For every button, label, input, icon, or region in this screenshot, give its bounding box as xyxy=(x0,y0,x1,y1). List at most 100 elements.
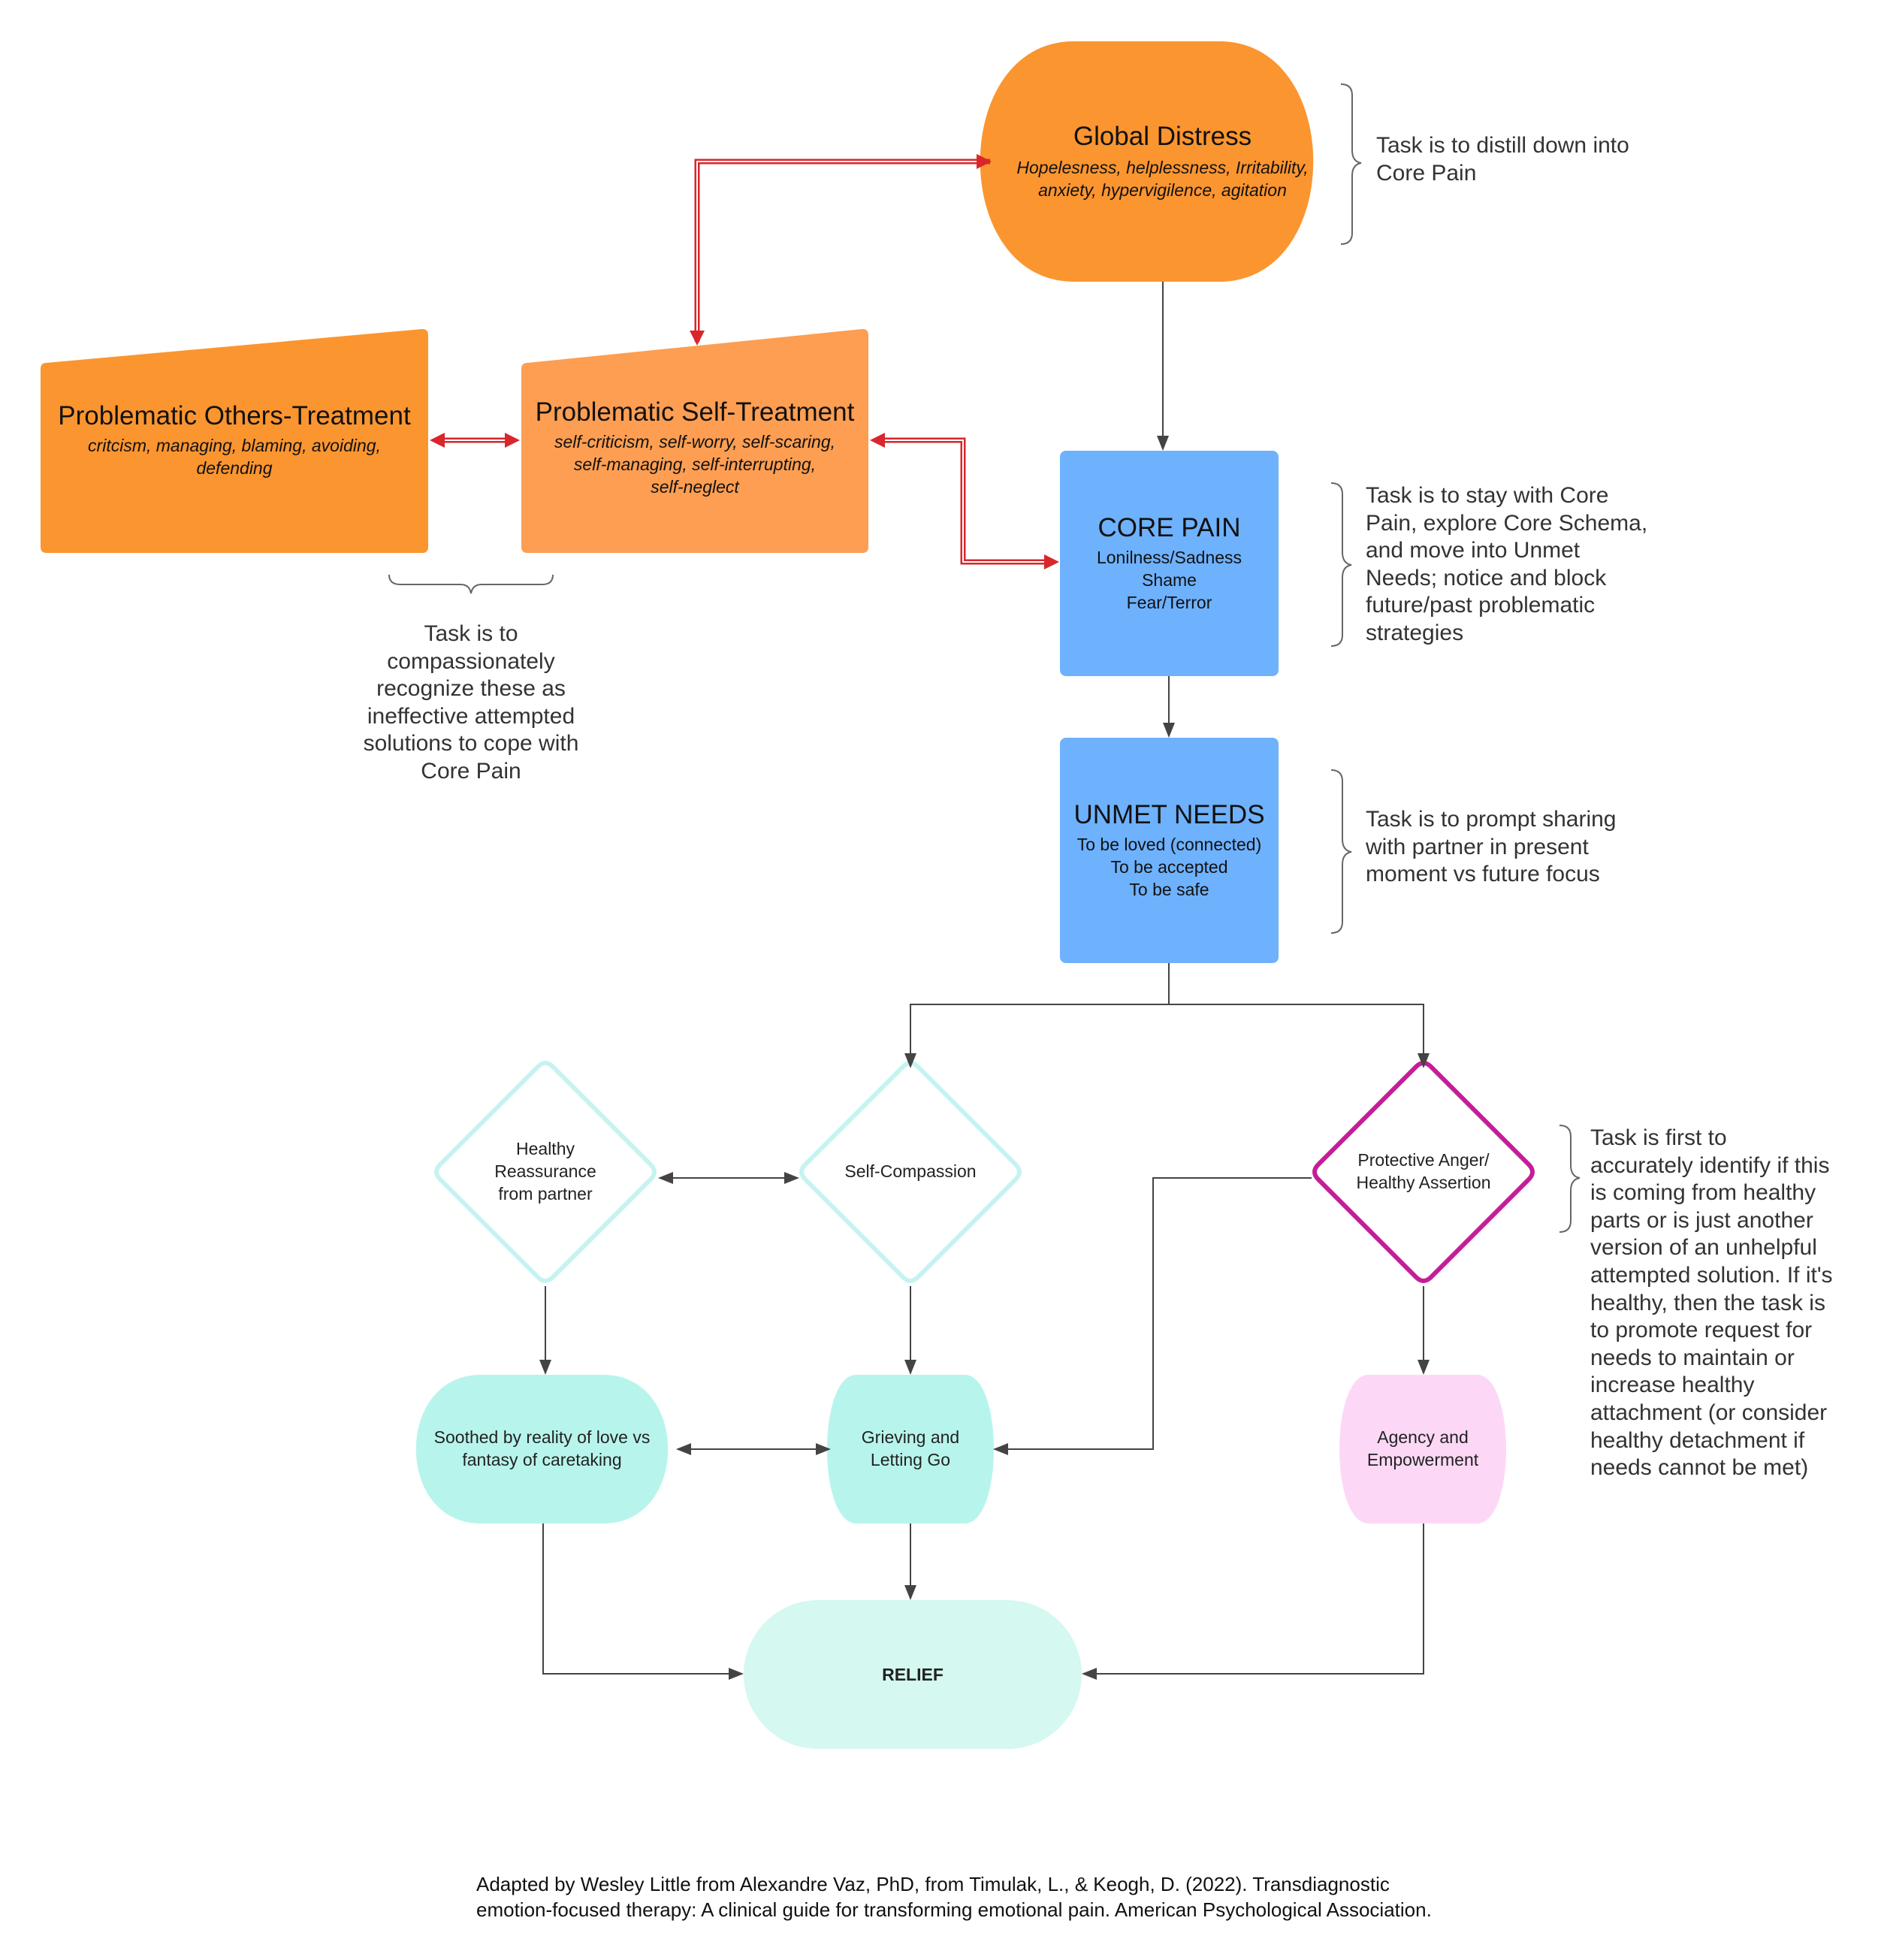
others-treatment-node: Problematic Others-Treatment critcism, m… xyxy=(41,376,428,553)
note-identify-line2: accurately identify if this xyxy=(1590,1152,1830,1178)
brace-recognize xyxy=(388,574,554,594)
note-prompt: Task is to prompt sharing with partner i… xyxy=(1366,806,1689,889)
arrow-unmet-to-anger xyxy=(1169,1004,1430,1068)
healthy-reassurance-shape xyxy=(434,1061,657,1283)
note-recognize-line2: compassionately xyxy=(387,648,555,674)
note-identify-line13: needs cannot be met) xyxy=(1590,1455,1809,1481)
unmet-needs-node: UNMET NEEDS To be loved (connected) To b… xyxy=(1060,738,1279,963)
healthy-reassurance-line2: Reassurance xyxy=(494,1161,596,1182)
core-pain-line3: Fear/Terror xyxy=(1126,592,1212,612)
arrow-anger-to-grieving xyxy=(993,1177,1312,1455)
note-recognize-line3: recognize these as xyxy=(376,676,566,702)
global-distress-sub2: anxiety, hypervigilence, agitation xyxy=(1038,180,1287,200)
note-stay-line4: Needs; notice and block xyxy=(1366,565,1607,590)
note-distill-line1: Task is to distill down into xyxy=(1376,133,1629,158)
agency-line2: Empowerment xyxy=(1366,1450,1479,1469)
global-distress-shape xyxy=(980,41,1314,282)
core-pain-node: CORE PAIN Lonilness/Sadness Shame Fear/T… xyxy=(1060,451,1279,676)
note-recognize: Task is to compassionately recognize the… xyxy=(321,621,621,786)
core-pain-line1: Lonilness/Sadness xyxy=(1096,548,1242,568)
others-treatment-sub1: critcism, managing, blaming, avoiding, xyxy=(88,436,381,456)
note-recognize-line4: ineffective attempted xyxy=(367,703,575,729)
others-treatment-shape xyxy=(41,329,428,553)
note-prompt-line1: Task is to prompt sharing xyxy=(1366,807,1617,832)
global-distress-sub1: Hopelesness, helplessness, Irritability, xyxy=(1016,158,1309,178)
self-compassion-label: Self-Compassion xyxy=(844,1161,977,1182)
soothed-line2: fantasy of caretaking xyxy=(462,1450,622,1469)
core-pain-title: CORE PAIN xyxy=(1098,513,1241,543)
note-identify-line1: Task is first to xyxy=(1590,1125,1727,1150)
grieving-line1: Grieving and xyxy=(861,1427,960,1448)
grieving-node: Grieving and Letting Go xyxy=(828,1375,993,1524)
note-identify-line4: parts or is just another xyxy=(1590,1207,1813,1233)
arrow-self-to-distress xyxy=(690,154,992,346)
note-stay-line3: and move into Unmet xyxy=(1366,538,1581,563)
healthy-reassurance-line3: from partner xyxy=(498,1183,593,1203)
protective-anger-node: Protective Anger/ Healthy Assertion xyxy=(1318,1104,1529,1240)
brace-distill xyxy=(1340,83,1362,245)
note-distill-line2: Core Pain xyxy=(1376,160,1477,186)
note-identify-line8: to promote request for xyxy=(1590,1318,1813,1343)
relief-label: RELIEF xyxy=(882,1664,944,1684)
citation-line2: emotion-focused therapy: A clinical guid… xyxy=(476,1898,1432,1921)
arrow-others-self xyxy=(430,433,520,448)
arrow-self-corepain xyxy=(870,433,1059,569)
note-prompt-line2: with partner in present xyxy=(1366,834,1589,859)
self-treatment-node: Problematic Self-Treatment self-criticis… xyxy=(521,376,868,553)
others-treatment-sub2: defending xyxy=(196,458,273,478)
note-stay: Task is to stay with Core Pain, explore … xyxy=(1366,482,1689,648)
unmet-needs-title: UNMET NEEDS xyxy=(1073,800,1265,830)
note-identify-line12: healthy detachment if xyxy=(1590,1427,1805,1453)
others-treatment-title: Problematic Others-Treatment xyxy=(58,401,411,431)
note-stay-line5: future/past problematic xyxy=(1366,593,1596,618)
brace-prompt xyxy=(1330,769,1352,934)
unmet-needs-line2: To be accepted xyxy=(1110,857,1228,877)
agency-node: Agency and Empowerment xyxy=(1340,1375,1505,1524)
note-identify-line11: attachment (or consider xyxy=(1590,1400,1828,1425)
note-identify: Task is first to accurately identify if … xyxy=(1590,1125,1868,1482)
relief-node: RELIEF xyxy=(744,1600,1082,1749)
global-distress-node: Global Distress Hopelesness, helplessnes… xyxy=(969,41,1356,282)
healthy-reassurance-node: Healthy Reassurance from partner xyxy=(440,1104,651,1240)
self-treatment-sub3: self-neglect xyxy=(651,476,739,497)
note-stay-line6: strategies xyxy=(1366,620,1464,645)
global-distress-title: Global Distress xyxy=(1073,122,1252,152)
brace-identify xyxy=(1559,1125,1581,1233)
core-pain-line2: Shame xyxy=(1142,570,1197,590)
note-prompt-line3: moment vs future focus xyxy=(1366,862,1600,887)
protective-anger-line2: Healthy Assertion xyxy=(1356,1173,1491,1192)
note-stay-line1: Task is to stay with Core xyxy=(1366,483,1609,508)
note-stay-line2: Pain, explore Core Schema, xyxy=(1366,510,1648,536)
agency-line1: Agency and xyxy=(1377,1427,1469,1448)
note-identify-line7: healthy, then the task is xyxy=(1590,1290,1825,1315)
healthy-reassurance-line1: Healthy xyxy=(516,1139,575,1159)
note-identify-line9: needs to maintain or xyxy=(1590,1345,1795,1370)
grieving-shape xyxy=(827,1375,994,1524)
note-identify-line3: is coming from healthy xyxy=(1590,1180,1816,1206)
self-treatment-sub2: self-managing, self-interrupting, xyxy=(573,455,817,475)
unmet-needs-line1: To be loved (connected) xyxy=(1076,835,1262,855)
arrow-agency-to-relief xyxy=(1082,1524,1424,1680)
note-identify-line10: increase healthy xyxy=(1590,1373,1755,1398)
citation-line1: Adapted by Wesley Little from Alexandre … xyxy=(476,1873,1390,1895)
self-compassion-node: Self-Compassion xyxy=(805,1104,1016,1240)
brace-stay xyxy=(1330,482,1352,647)
unmet-needs-line3: To be safe xyxy=(1129,879,1209,899)
arrow-unmet-to-selfcompassion xyxy=(904,963,1170,1068)
note-recognize-line1: Task is to xyxy=(424,621,518,646)
agency-shape xyxy=(1339,1375,1506,1524)
note-distill: Task is to distill down into Core Pain xyxy=(1376,132,1692,187)
citation: Adapted by Wesley Little from Alexandre … xyxy=(476,1872,1843,1923)
note-identify-line6: attempted solution. If it's xyxy=(1590,1262,1833,1288)
arrow-soothed-to-relief xyxy=(542,1524,744,1680)
core-pain-shape xyxy=(1060,451,1279,676)
note-recognize-line6: Core Pain xyxy=(421,758,521,784)
self-treatment-sub1: self-criticism, self-worry, self-scaring… xyxy=(554,432,835,452)
soothed-node: Soothed by reality of love vs fantasy of… xyxy=(409,1375,675,1524)
grieving-line2: Letting Go xyxy=(870,1450,951,1469)
note-identify-line5: version of an unhelpful xyxy=(1590,1235,1817,1261)
self-treatment-shape xyxy=(521,329,868,553)
relief-shape xyxy=(744,1600,1082,1749)
self-treatment-title: Problematic Self-Treatment xyxy=(535,397,855,427)
